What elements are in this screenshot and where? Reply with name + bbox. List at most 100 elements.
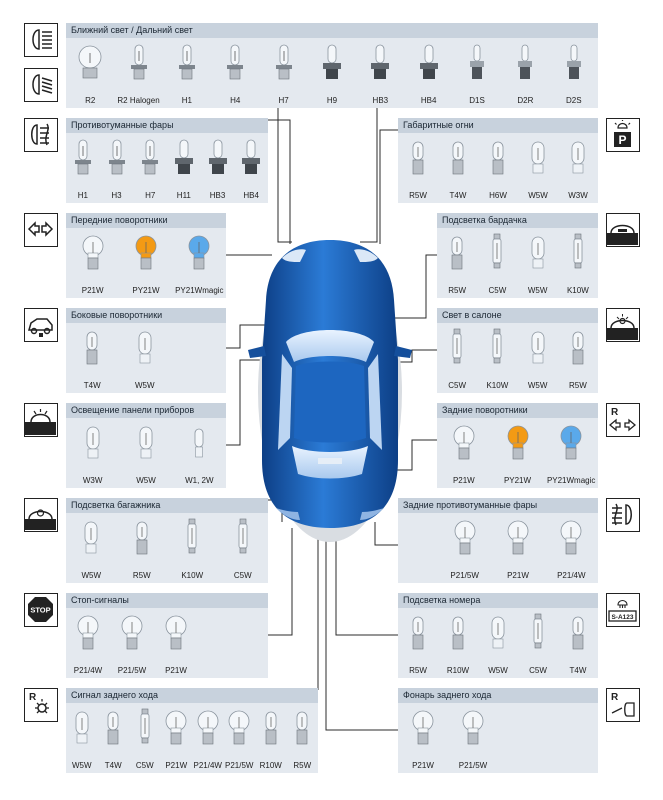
bulb-item: R10W (438, 609, 478, 678)
bulb-label: T4W (83, 381, 101, 390)
wire-rear-turn (392, 439, 437, 471)
bulb-label: T4W (569, 666, 587, 675)
bulb-label: P21/5W (458, 761, 488, 770)
bulb-item: HB4 (405, 39, 453, 108)
wire-parking (379, 129, 398, 244)
bulb-image (531, 236, 545, 269)
bulb-label: T4W (449, 191, 467, 200)
bulb-label: R5W (293, 761, 312, 770)
bulb-label: P21W (412, 761, 434, 770)
parking-letter: P (618, 133, 626, 147)
bulb-item: T4W (558, 609, 598, 678)
reverse-letter: R (29, 692, 37, 703)
headlight-right (354, 249, 378, 262)
bulb-label: W5W (71, 761, 92, 770)
reverse-light-icon: R (24, 688, 58, 722)
bulb-item: P21W (66, 229, 119, 298)
bulb-item: PY21W (491, 419, 545, 488)
bulb-label: W3W (568, 191, 588, 200)
bulb-image (531, 331, 545, 364)
panel-title: Противотуманные фары (66, 118, 268, 133)
bulb-image (108, 139, 125, 175)
bulb-image (187, 518, 197, 554)
bulb-image (265, 711, 277, 745)
bulb-image (227, 44, 244, 80)
bulb-item: T4W (66, 324, 119, 393)
wire-side-turn (226, 324, 270, 349)
bulb-image (371, 44, 390, 79)
bulb-image (130, 44, 147, 80)
bulb-image (138, 331, 152, 364)
bulb-item: P21/4W (192, 704, 224, 773)
bulb-image (74, 139, 91, 175)
bulb-image (135, 235, 157, 270)
panel-title: Передние поворотники (66, 213, 226, 228)
panel-title: Подсветка номера (398, 593, 598, 608)
bulb-image (84, 521, 98, 554)
bulb-label: PY21W (503, 476, 532, 485)
bulb-label: W5W (527, 286, 548, 295)
bulb-image (107, 711, 119, 745)
bulb-label: C5W (233, 571, 252, 580)
bulb-row: R5W T4W H6W W5W W3W (398, 134, 598, 203)
bulb-item: R5W (558, 324, 598, 393)
bulb-image (533, 613, 543, 649)
bulb-item: W3W (558, 134, 598, 203)
bulb-image (572, 331, 584, 365)
bulb-label: H9 (326, 96, 338, 105)
bulb-label: R10W (446, 666, 470, 675)
panel-title: Ближний свет / Дальний свет (66, 23, 598, 38)
bulb-image (452, 141, 464, 175)
bulb-item: P21/5W (110, 609, 154, 678)
bulb-label: P21/5W (225, 761, 254, 770)
bulb-image (78, 45, 102, 79)
bulb-label: P21/5W (117, 666, 147, 675)
windshield (286, 330, 374, 362)
bulb-label: R5W (448, 286, 467, 295)
bulb-label: H6W (489, 191, 507, 200)
bulb-item: H6W (478, 134, 518, 203)
bulb-item: W1, 2W (173, 419, 226, 488)
bulb-label: W5W (528, 191, 548, 200)
bulb-image (452, 328, 462, 364)
bulb-image (140, 708, 150, 744)
bulb-label: R5W (409, 666, 427, 675)
bulb-item: P21/4W (66, 609, 110, 678)
panel-title: Боковые поворотники (66, 308, 226, 323)
bulb-label: R5W (409, 191, 427, 200)
bulb-item: C5W (477, 229, 517, 298)
bulb-item: P21W (491, 514, 544, 583)
bulb-image (531, 141, 545, 174)
bulb-item: R5W (287, 704, 319, 773)
bulb-item: P21/5W (438, 514, 491, 583)
bulb-label: W5W (136, 476, 156, 485)
mirror-left (248, 346, 266, 358)
bulb-image (242, 139, 261, 174)
bulb-item: PY21Wmagic (544, 419, 598, 488)
bulb-label: W1, 2W (185, 476, 214, 485)
rear-turn-letter: R (611, 407, 619, 418)
bulb-label: PY21W (132, 286, 160, 295)
bulb-label: HB4 (420, 96, 437, 105)
bulb-label: H4 (230, 96, 241, 105)
bulb-item: HB3 (201, 134, 235, 203)
bulb-label: H3 (111, 191, 122, 200)
bulb-label: H1 (181, 96, 193, 105)
bulb-image (571, 141, 585, 174)
bulb-item: R2 (66, 39, 114, 108)
bulb-label: HB3 (372, 96, 389, 105)
bulb-image (412, 710, 434, 745)
bulb-label: PY21Wmagic (546, 476, 596, 485)
bulb-item: W5W (478, 609, 518, 678)
bulb-image (560, 425, 582, 460)
